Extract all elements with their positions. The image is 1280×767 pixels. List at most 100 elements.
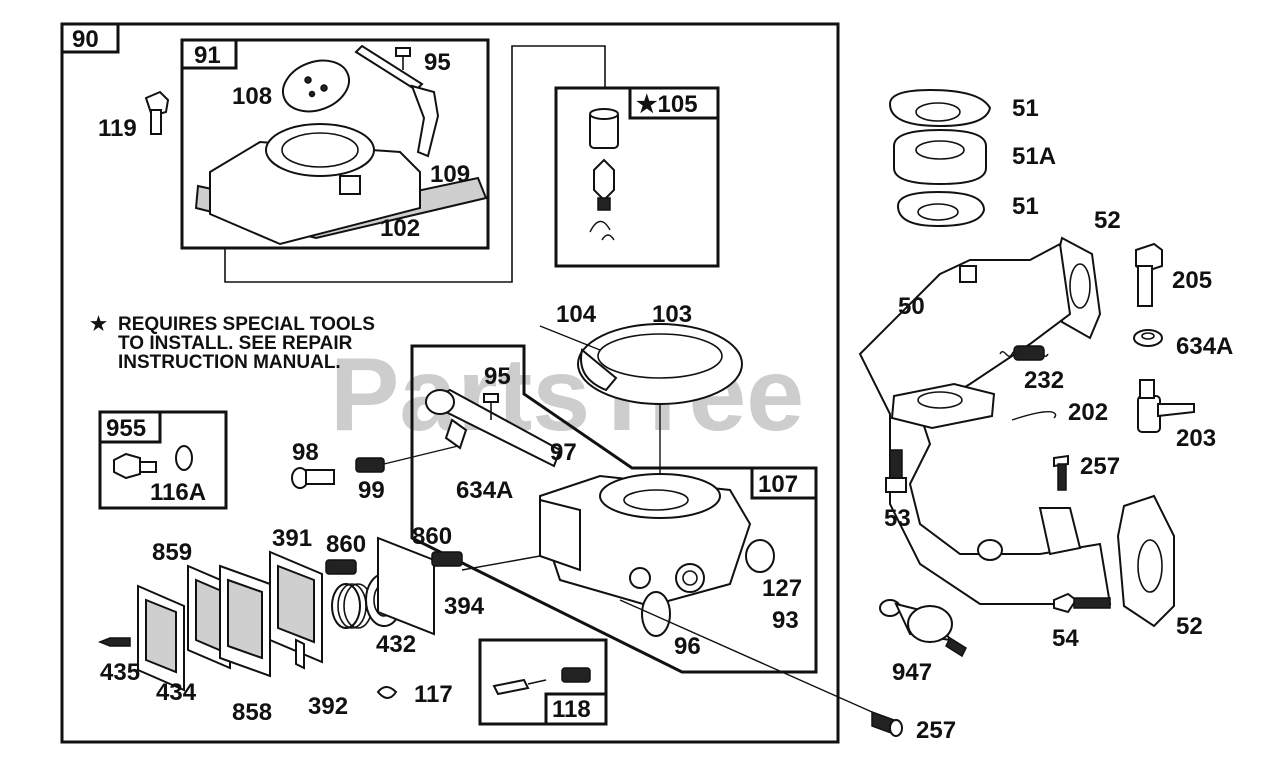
label-257-bottom: 257 [916, 717, 956, 744]
label-391: 391 [272, 525, 312, 552]
label-232: 232 [1024, 367, 1064, 394]
part-232-spring [999, 345, 1049, 361]
note-line-2: TO INSTALL. SEE REPAIR [118, 333, 353, 354]
part-99-spring [355, 457, 385, 473]
part-257-screw-right [1053, 454, 1069, 491]
label-96: 96 [674, 633, 701, 660]
part-119-bolt [144, 90, 170, 135]
part-97-choke-shaft [425, 388, 562, 468]
part-858-diaphragm [219, 564, 271, 678]
label-116A: 116A [150, 479, 206, 506]
label-54: 54 [1052, 625, 1079, 652]
box-91-label: 91 [194, 42, 221, 69]
part-51A-spacer [893, 128, 987, 186]
label-859: 859 [152, 539, 192, 566]
label-392: 392 [308, 693, 348, 720]
note-line-1: REQUIRES SPECIAL TOOLS [118, 314, 375, 335]
part-54-bolt [1053, 592, 1111, 614]
part-434-gasket [137, 584, 185, 692]
part-860-spring-a [325, 559, 357, 575]
label-109: 109 [430, 161, 470, 188]
label-127: 127 [762, 575, 802, 602]
label-95-top: 95 [424, 49, 451, 76]
part-95-screw-choke [483, 393, 499, 420]
label-205: 205 [1172, 267, 1212, 294]
label-51A: 51A [1012, 143, 1056, 170]
label-52-top: 52 [1094, 207, 1121, 234]
part-50-manifold [858, 242, 1112, 605]
link-91-105 [224, 45, 606, 283]
label-93: 93 [772, 607, 799, 634]
part-394-gasket [377, 536, 435, 636]
part-634A-washer [1133, 329, 1163, 347]
box-107: 107 [410, 344, 818, 674]
label-434: 434 [156, 679, 197, 706]
part-102-upper-body [194, 123, 488, 246]
label-203: 203 [1176, 425, 1216, 452]
label-98: 98 [292, 439, 319, 466]
part-118-needle-screw [492, 667, 591, 696]
part-202-link [1011, 410, 1057, 421]
part-257-screw-bottom [871, 710, 903, 737]
box-91: 91 [180, 38, 490, 250]
label-103: 103 [652, 301, 692, 328]
label-52-bottom: 52 [1176, 613, 1203, 640]
label-50: 50 [898, 293, 925, 320]
label-119: 119 [98, 115, 137, 142]
label-97: 97 [550, 439, 577, 466]
part-955-screw [113, 445, 193, 480]
note-line-3: INSTRUCTION MANUAL. [118, 352, 341, 373]
label-95-choke: 95 [484, 363, 511, 390]
part-108-plate [282, 59, 350, 113]
part-105-needle-seat [589, 108, 619, 241]
part-203-lever [1137, 379, 1195, 433]
part-860-spring-b [431, 551, 463, 567]
label-102: 102 [380, 215, 420, 242]
special-tools-note: ★ REQUIRES SPECIAL TOOLS TO INSTALL. SEE… [90, 314, 375, 373]
label-202: 202 [1068, 399, 1108, 426]
label-858: 858 [232, 699, 272, 726]
leader-860 [461, 555, 541, 571]
part-205-bolt [1135, 242, 1163, 307]
part-107-carb-body [539, 473, 752, 637]
label-53: 53 [884, 505, 911, 532]
note-star: ★ [90, 314, 107, 335]
label-51-top: 51 [1012, 95, 1039, 122]
part-103-float [577, 323, 743, 405]
part-435-screw [97, 637, 131, 647]
box-105: ★105 [554, 86, 720, 268]
part-109-throttle-shaft [354, 44, 440, 158]
box-90: 90 [60, 22, 840, 744]
label-634A: 634A [456, 477, 513, 504]
part-53-bolt [885, 449, 907, 493]
leader-257 [619, 599, 873, 713]
label-117: 117 [414, 681, 453, 708]
label-435: 435 [100, 659, 140, 686]
part-95-screw-top [395, 47, 411, 70]
label-108: 108 [232, 83, 272, 110]
part-51-gasket-bottom [896, 190, 986, 228]
part-947-solenoid [879, 599, 967, 658]
box-118: 118 [478, 638, 608, 726]
box-90-label: 90 [72, 26, 99, 53]
part-98-screw [291, 467, 335, 489]
part-117-plug [376, 686, 398, 699]
label-51-bottom: 51 [1012, 193, 1039, 220]
label-99: 99 [358, 477, 385, 504]
part-51-gasket-top [888, 88, 992, 128]
label-634A-right: 634A [1176, 333, 1233, 360]
part-52-flange-bottom [1116, 494, 1175, 628]
label-394: 394 [444, 593, 485, 620]
part-104-pin [539, 325, 601, 351]
label-257-right: 257 [1080, 453, 1120, 480]
part-127-plug [745, 539, 775, 573]
leader-99 [383, 445, 459, 465]
label-860-a: 860 [326, 531, 366, 558]
label-947: 947 [892, 659, 932, 686]
box-955: 955 [98, 410, 228, 510]
label-104: 104 [556, 301, 597, 328]
box-107-label: 107 [758, 471, 798, 498]
label-860-b: 860 [412, 523, 452, 550]
